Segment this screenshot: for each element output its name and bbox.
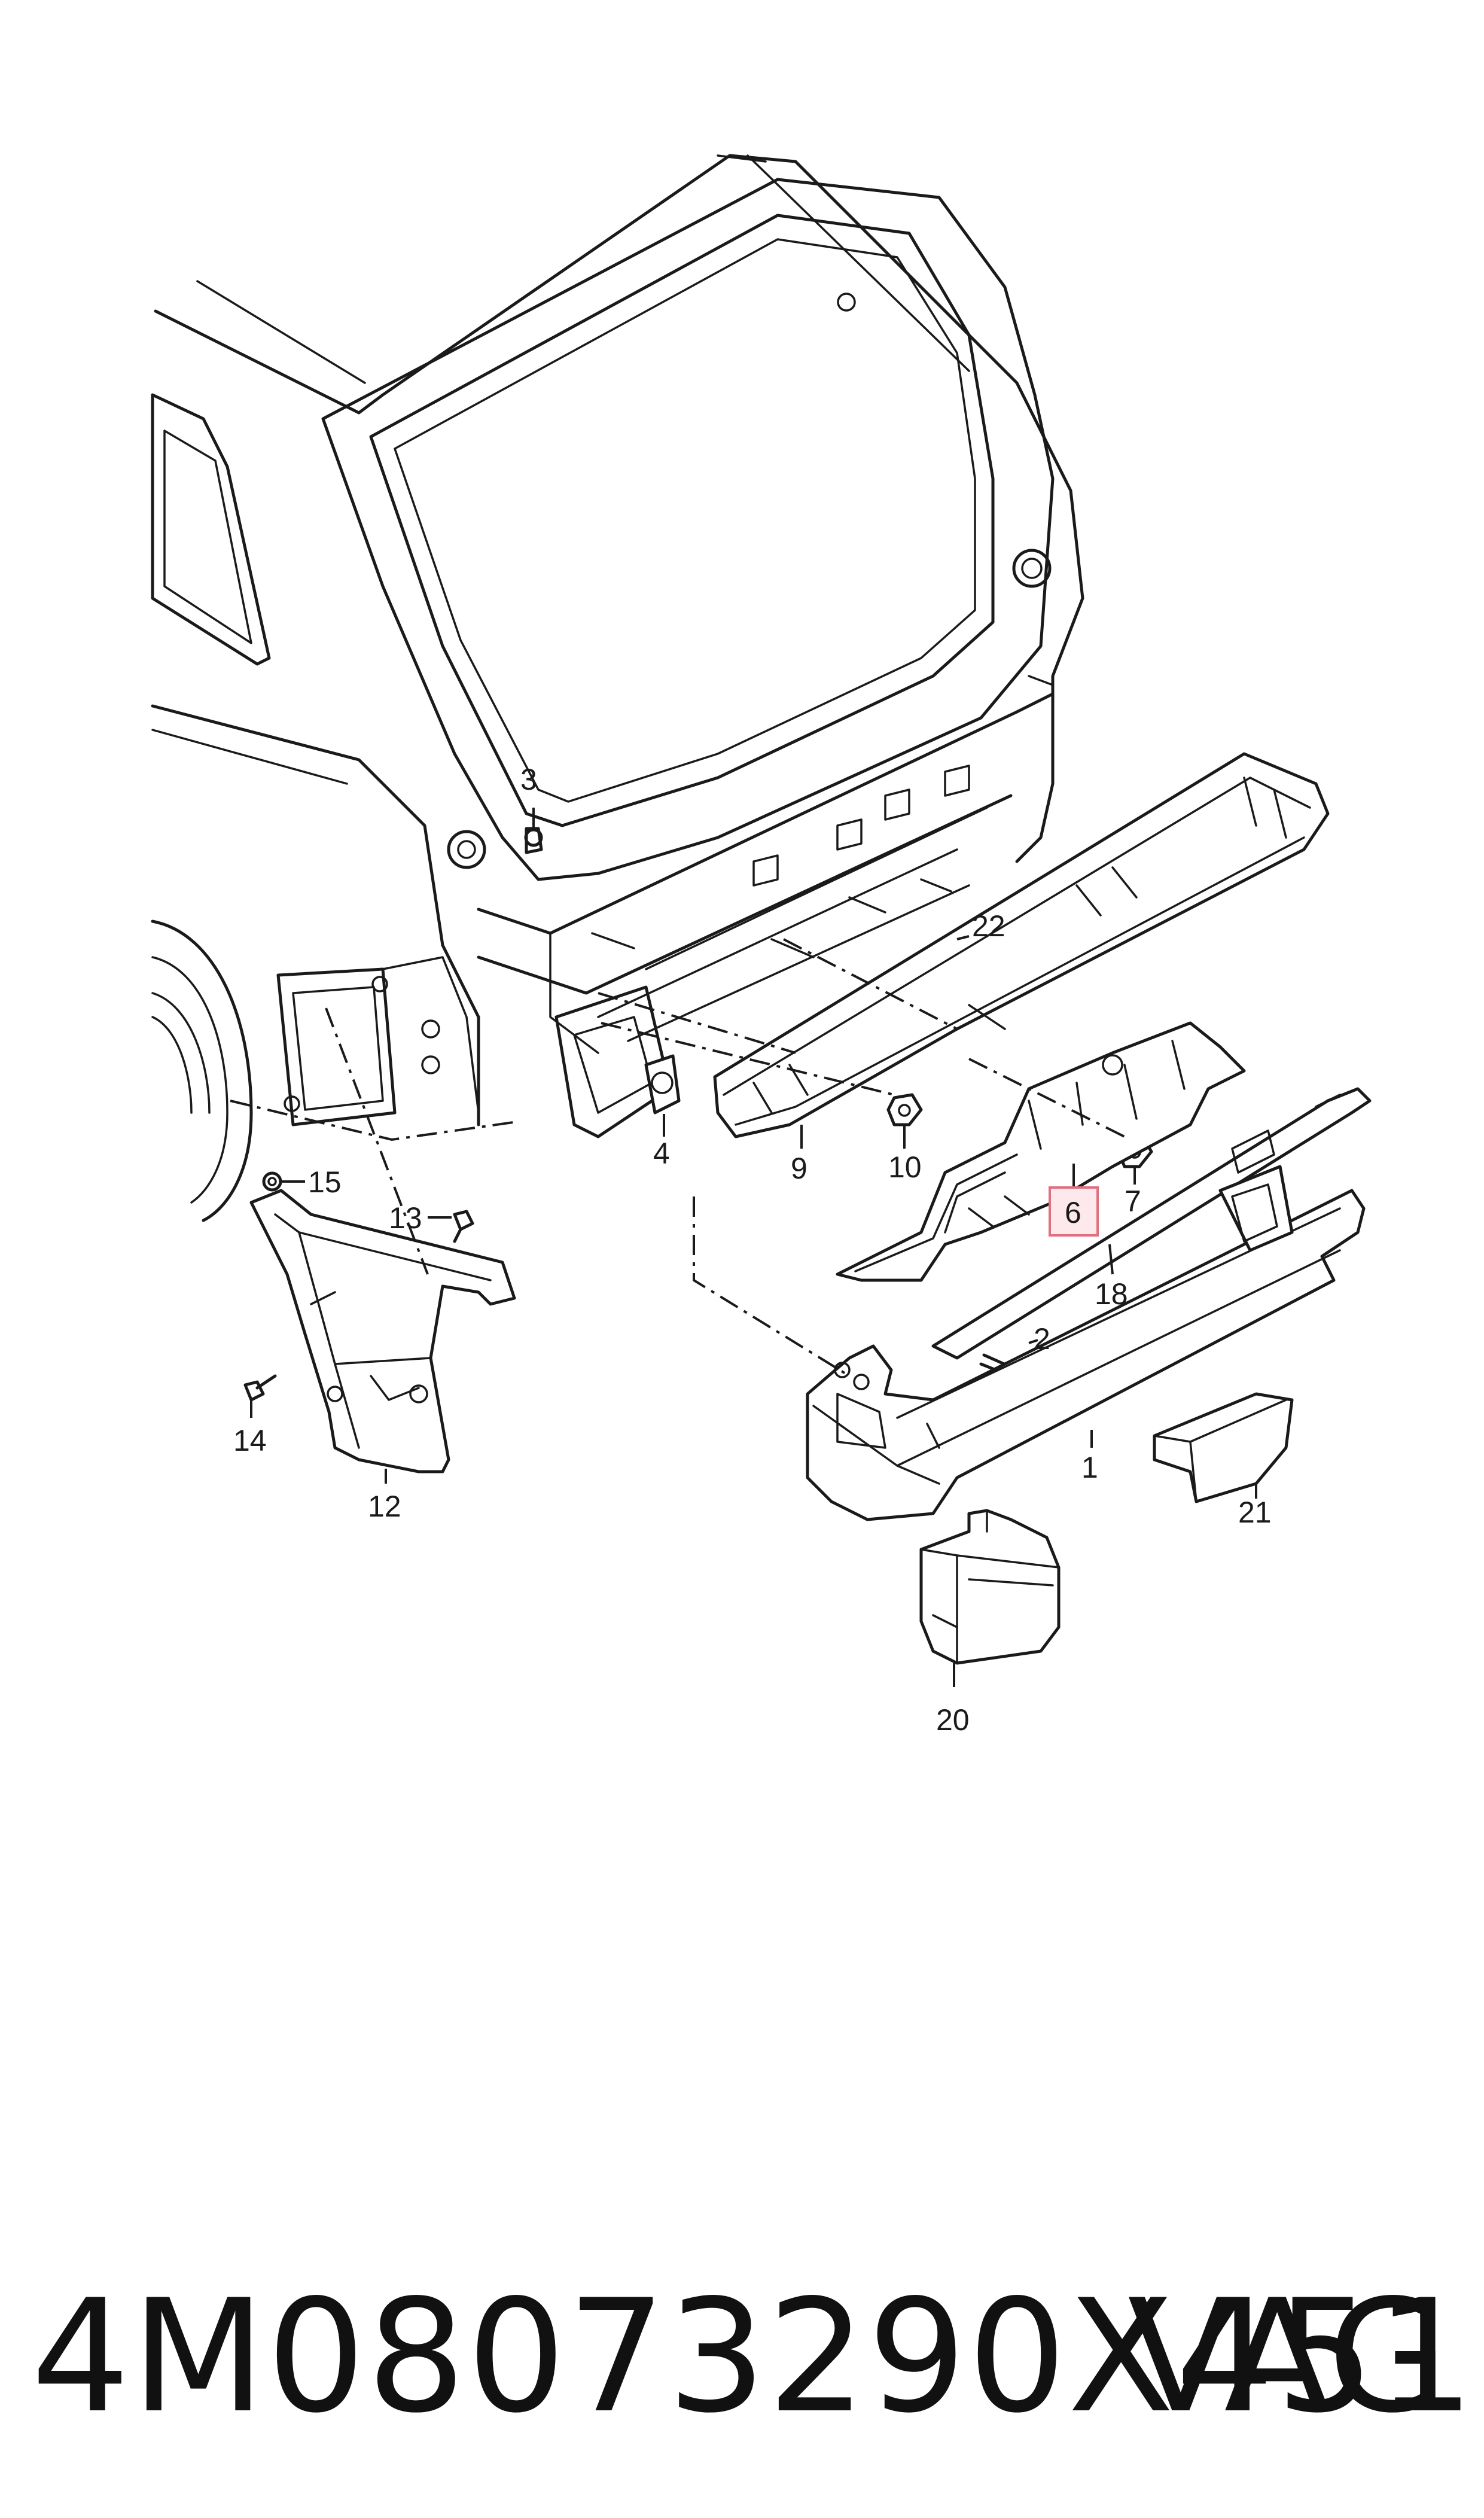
callout-13: 13 bbox=[389, 1201, 422, 1235]
callout-9: 9 bbox=[791, 1152, 807, 1185]
part-12-side-bracket bbox=[249, 1189, 516, 1473]
part-20-absorber bbox=[919, 1509, 1061, 1665]
part-13-screw bbox=[453, 1210, 474, 1243]
callout-21: 21 bbox=[1238, 1496, 1272, 1529]
assembly-lines bbox=[230, 938, 1125, 1377]
part-6-bracket bbox=[836, 1021, 1246, 1282]
part-14-screw bbox=[243, 1374, 277, 1402]
vehicle-rear-body bbox=[151, 154, 1084, 1222]
callout-14: 14 bbox=[233, 1424, 267, 1457]
callout-10: 10 bbox=[888, 1150, 922, 1184]
callout-15: 15 bbox=[308, 1165, 342, 1199]
callout-6-highlight bbox=[1049, 1186, 1099, 1237]
callout-1: 1 bbox=[1081, 1451, 1098, 1484]
callout-2: 2 bbox=[1034, 1322, 1050, 1356]
part-4-grommet bbox=[644, 1054, 681, 1115]
callout-7: 7 bbox=[1125, 1185, 1141, 1218]
part-3-bolt bbox=[524, 827, 543, 854]
callout-22: 22 bbox=[972, 909, 1005, 943]
brand-label: VAG bbox=[1128, 2267, 1448, 2447]
callout-20: 20 bbox=[936, 1703, 970, 1737]
part-10-nut bbox=[886, 1093, 923, 1126]
callouts: 3 22 4 9 10 7 6 18 2 1 21 20 bbox=[233, 763, 1272, 1737]
part-1-bumper-beam bbox=[806, 1165, 1366, 1521]
callout-12: 12 bbox=[368, 1490, 401, 1523]
part-number: 4M08073290X451 bbox=[31, 2267, 1476, 2447]
footer: 4M08073290X451 VAG bbox=[0, 2249, 1484, 2465]
part-21-block bbox=[1153, 1392, 1294, 1503]
callout-3: 3 bbox=[520, 763, 537, 796]
part-18-strip bbox=[931, 1087, 1372, 1360]
part-15-nut bbox=[262, 1171, 282, 1192]
callout-18: 18 bbox=[1095, 1277, 1128, 1311]
callout-4: 4 bbox=[653, 1137, 670, 1170]
exploded-parts-diagram: 3 22 4 9 10 7 6 18 2 1 21 20 bbox=[151, 154, 1372, 1737]
callout-6: 6 bbox=[1065, 1196, 1081, 1229]
